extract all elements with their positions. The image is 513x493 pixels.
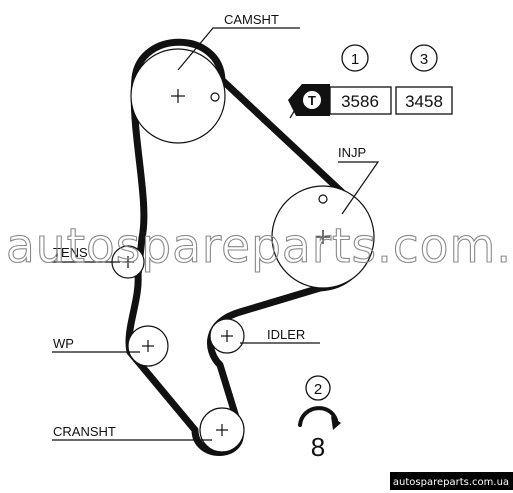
marker-1-label: 1 bbox=[351, 51, 359, 68]
label-idler: IDLER bbox=[267, 327, 305, 342]
water-pump-pulley bbox=[127, 325, 169, 367]
rotation-value: 8 bbox=[311, 432, 325, 462]
label-water-pump: WP bbox=[53, 336, 74, 351]
part-number-box-1: 3586 bbox=[329, 86, 392, 115]
label-injection-pump: INJP bbox=[338, 145, 366, 160]
tool-icon-label: T bbox=[308, 93, 316, 108]
crankshaft-pulley bbox=[199, 407, 245, 453]
part-number-3: 3458 bbox=[405, 92, 443, 111]
marker-1: 1 bbox=[341, 44, 369, 72]
marker-2: 2 bbox=[305, 375, 331, 401]
part-number-box-3: 3458 bbox=[395, 86, 453, 115]
part-number-1: 3586 bbox=[341, 92, 379, 111]
injection-pump-pulley bbox=[271, 185, 375, 289]
watermark-text: autospareparts.com.ua bbox=[6, 219, 513, 274]
camshaft-pulley bbox=[130, 48, 226, 144]
idler-pulley bbox=[209, 318, 245, 354]
label-crankshaft: CRANSHT bbox=[53, 424, 116, 439]
rotation-arrow-icon bbox=[298, 406, 341, 430]
marker-3-label: 3 bbox=[420, 51, 428, 68]
camshaft-leader bbox=[177, 27, 300, 71]
label-camshaft: CAMSHT bbox=[224, 12, 279, 27]
label-tensioner: TENS bbox=[53, 245, 88, 260]
tool-icon: T bbox=[288, 84, 330, 116]
tensioner-pulley bbox=[111, 245, 145, 279]
footer-watermark-text: autospareparts.com.ua bbox=[393, 477, 509, 488]
marker-2-label: 2 bbox=[314, 381, 322, 398]
marker-3: 3 bbox=[410, 44, 438, 72]
footer-watermark: autospareparts.com.ua bbox=[390, 472, 513, 490]
timing-belt bbox=[125, 38, 371, 456]
injp-leader bbox=[338, 161, 380, 215]
